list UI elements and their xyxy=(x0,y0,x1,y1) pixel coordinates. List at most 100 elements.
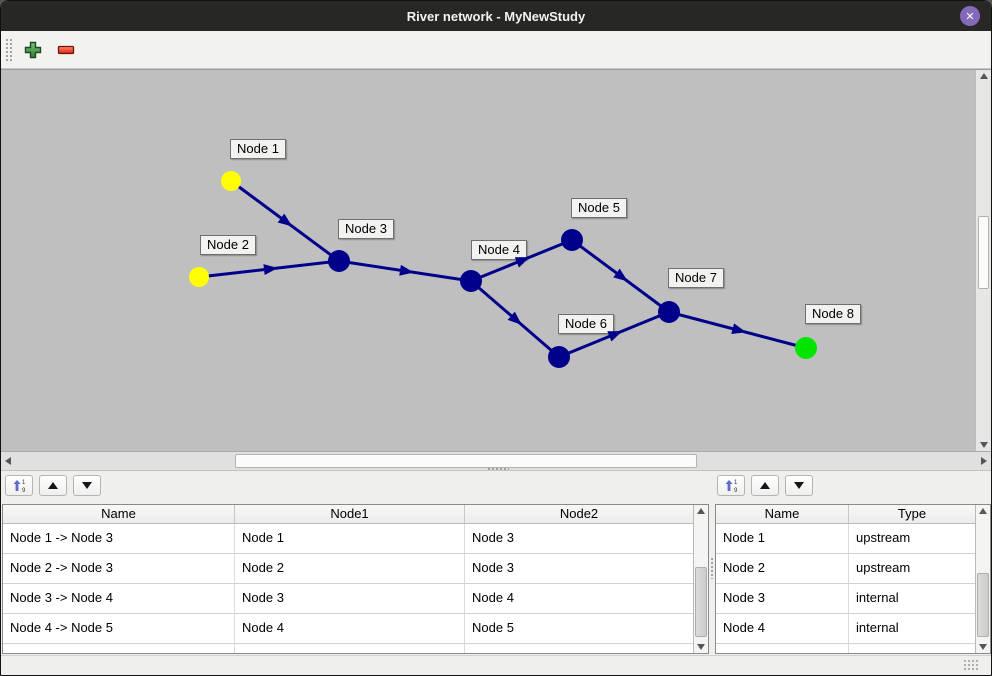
node-label[interactable]: Node 2 xyxy=(200,235,256,255)
status-bar xyxy=(1,655,991,675)
table-cell[interactable]: Node 5 xyxy=(465,614,693,644)
node-node-7[interactable] xyxy=(658,301,680,323)
node-node-6[interactable] xyxy=(548,346,570,368)
nodes-table-header: Name Type xyxy=(716,505,975,524)
node-label[interactable]: Node 3 xyxy=(338,219,394,239)
node-label[interactable]: Node 6 xyxy=(558,314,614,334)
flow-direction-arrow-icon xyxy=(607,331,623,342)
node-label[interactable]: Node 5 xyxy=(571,198,627,218)
tables-splitter[interactable] xyxy=(710,475,714,655)
node-node-5[interactable] xyxy=(561,229,583,251)
node-node-1[interactable] xyxy=(221,171,241,191)
canvas-horizontal-scrollbar[interactable] xyxy=(1,451,991,471)
table-cell[interactable]: Node 4 xyxy=(465,584,693,614)
scroll-up-icon[interactable] xyxy=(694,508,708,514)
links-table-scrollbar[interactable] xyxy=(693,505,708,653)
move-down-button[interactable] xyxy=(785,475,813,496)
move-down-button[interactable] xyxy=(73,475,101,496)
hscroll-thumb[interactable] xyxy=(235,454,697,468)
table-cell[interactable]: Node 1 xyxy=(235,524,465,554)
nodes-pane-toolbar: 1 9 xyxy=(717,475,991,496)
node-label[interactable]: Node 1 xyxy=(230,139,286,159)
sort-button[interactable]: 1 9 xyxy=(717,475,745,496)
node-node-3[interactable] xyxy=(328,250,350,272)
move-up-button[interactable] xyxy=(39,475,67,496)
node-label[interactable]: Node 7 xyxy=(668,268,724,288)
scroll-up-icon[interactable] xyxy=(976,73,991,79)
column-header-name[interactable]: Name xyxy=(716,505,849,523)
table-cell[interactable]: internal xyxy=(849,584,975,614)
scroll-down-icon[interactable] xyxy=(976,442,991,448)
node-node-2[interactable] xyxy=(189,267,209,287)
table-cell[interactable] xyxy=(849,644,975,653)
column-header-node2[interactable]: Node2 xyxy=(559,506,599,521)
column-header-node1[interactable]: Node1 xyxy=(235,505,465,523)
vscroll-thumb[interactable] xyxy=(978,216,989,289)
table-cell[interactable]: Node 3 xyxy=(716,584,849,614)
table-cell[interactable] xyxy=(3,644,235,653)
flow-direction-arrow-icon xyxy=(613,268,628,282)
table-cell[interactable]: Node 2 -> Node 3 xyxy=(3,554,235,584)
table-cell[interactable]: upstream xyxy=(849,524,975,554)
scroll-down-icon[interactable] xyxy=(976,644,990,650)
table-row[interactable] xyxy=(3,644,693,653)
remove-button[interactable] xyxy=(53,37,79,63)
table-cell[interactable] xyxy=(716,644,849,653)
network-graph xyxy=(189,171,817,368)
flow-direction-arrow-icon xyxy=(514,257,530,268)
scroll-right-icon[interactable] xyxy=(981,452,987,470)
svg-text:9: 9 xyxy=(734,488,738,493)
table-cell[interactable]: Node 3 xyxy=(465,524,693,554)
table-cell[interactable]: Node 1 xyxy=(716,524,849,554)
node-label[interactable]: Node 4 xyxy=(471,240,527,260)
table-cell[interactable] xyxy=(235,644,465,653)
table-cell[interactable]: Node 2 xyxy=(235,554,465,584)
toolbar-grip[interactable] xyxy=(4,36,12,63)
column-header-type[interactable]: Type xyxy=(897,506,927,521)
table-cell[interactable]: Node 4 xyxy=(716,614,849,644)
river-network-canvas[interactable]: Node 1 Node 2 Node 3 Node 4 Node 5 Node 6 Node… xyxy=(1,70,975,451)
table-cell[interactable] xyxy=(465,644,693,653)
table-cell[interactable]: Node 4 -> Node 5 xyxy=(3,614,235,644)
scroll-up-icon[interactable] xyxy=(976,508,990,514)
vscroll-thumb[interactable] xyxy=(695,567,707,637)
move-up-button[interactable] xyxy=(751,475,779,496)
node-node-4[interactable] xyxy=(460,270,482,292)
table-cell[interactable]: Node 2 xyxy=(716,554,849,584)
table-row[interactable] xyxy=(716,644,975,653)
close-button[interactable]: ✕ xyxy=(960,6,980,26)
table-cell[interactable]: Node 1 -> Node 3 xyxy=(3,524,235,554)
column-header-name[interactable]: Name xyxy=(3,505,235,523)
table-cell[interactable]: upstream xyxy=(849,554,975,584)
sort-button[interactable]: 1 9 xyxy=(5,475,33,496)
plus-icon xyxy=(24,41,42,58)
node-node-8[interactable] xyxy=(795,337,817,359)
pane-splitter-handle[interactable] xyxy=(487,467,509,471)
node-label[interactable]: Node 8 xyxy=(805,304,861,324)
titlebar[interactable]: River network - MyNewStudy ✕ xyxy=(1,1,991,31)
table-cell[interactable]: Node 4 xyxy=(235,614,465,644)
resize-grip[interactable] xyxy=(963,659,979,671)
table-cell[interactable]: Node 3 -> Node 4 xyxy=(3,584,235,614)
nodes-table-scrollbar[interactable] xyxy=(975,505,990,653)
table-cell[interactable]: Node 3 xyxy=(235,584,465,614)
scroll-down-icon[interactable] xyxy=(694,644,708,650)
vscroll-thumb[interactable] xyxy=(977,573,989,637)
scroll-left-icon[interactable] xyxy=(5,452,11,470)
canvas-vertical-scrollbar[interactable] xyxy=(975,70,991,451)
minus-icon xyxy=(57,45,75,54)
table-cell[interactable]: Node 3 xyxy=(465,554,693,584)
add-button[interactable] xyxy=(20,37,46,63)
table-cell[interactable]: internal xyxy=(849,614,975,644)
